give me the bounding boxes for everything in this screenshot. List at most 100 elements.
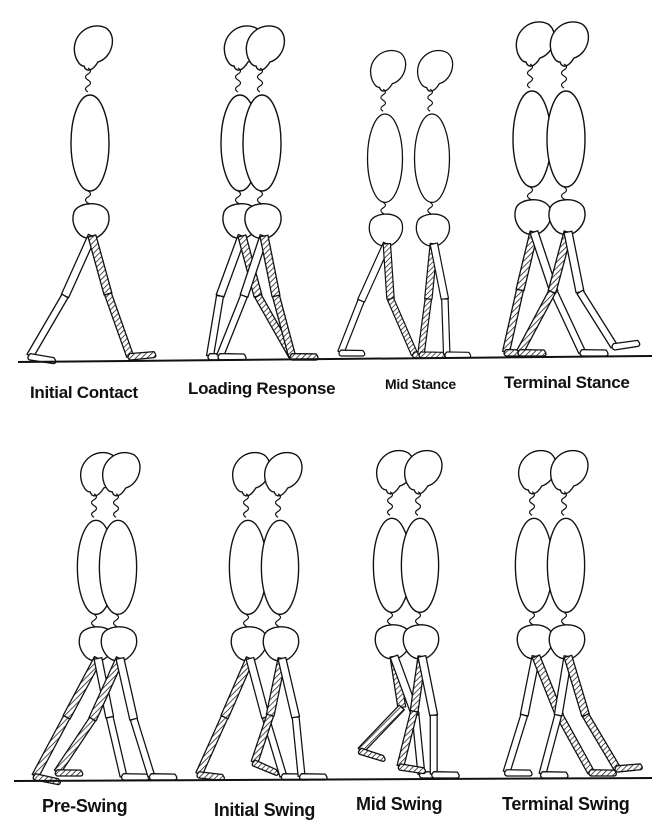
shank <box>196 716 228 776</box>
neck-spine <box>428 89 433 111</box>
head <box>516 22 554 66</box>
shank <box>430 715 437 774</box>
foot <box>358 748 385 761</box>
pelvis <box>369 214 402 246</box>
shank <box>358 705 404 753</box>
shank <box>418 299 432 355</box>
foot <box>339 350 365 356</box>
head <box>418 50 453 91</box>
neck-spine <box>236 68 241 92</box>
neck-spine <box>276 494 281 518</box>
phase-label-mid-swing: Mid Swing <box>356 794 442 815</box>
phase-label-pre-swing: Pre-Swing <box>42 796 127 817</box>
shank <box>539 714 561 775</box>
shank <box>388 298 418 356</box>
neck-spine <box>388 492 393 516</box>
thigh <box>564 655 589 716</box>
pelvis <box>231 627 266 661</box>
neck-spine <box>416 492 421 516</box>
pelvis <box>416 214 449 246</box>
head <box>74 26 112 70</box>
pelvis <box>73 204 109 238</box>
gait-phase-panels <box>27 22 642 785</box>
shank <box>105 293 134 357</box>
pelvis <box>403 625 438 659</box>
pelvis <box>517 625 552 659</box>
thigh <box>383 244 394 300</box>
walking-figure <box>397 451 459 778</box>
torso <box>547 91 585 187</box>
shank <box>106 716 126 776</box>
pelvis <box>549 200 585 234</box>
shank <box>27 294 68 358</box>
shank <box>517 290 555 353</box>
pelvis <box>515 200 551 234</box>
thigh <box>88 235 112 295</box>
torso <box>261 520 298 614</box>
neck-spine <box>562 64 567 88</box>
thigh <box>116 658 137 720</box>
walking-figure <box>196 453 309 781</box>
walking-figure <box>251 453 327 780</box>
pelvis <box>263 627 298 661</box>
foot <box>128 352 156 360</box>
shank <box>292 717 305 776</box>
phase-label-initial-swing: Initial Swing <box>214 800 315 821</box>
pelvis <box>245 204 281 238</box>
foot <box>149 774 176 780</box>
neck-spine <box>244 494 249 518</box>
foot <box>615 764 642 772</box>
torso <box>513 91 551 187</box>
shank <box>442 299 450 354</box>
foot <box>252 760 278 775</box>
head <box>265 453 302 496</box>
walking-figure <box>27 26 156 364</box>
torso <box>71 95 109 191</box>
foot <box>432 772 459 778</box>
shank <box>577 290 617 348</box>
phase-label-terminal-swing: Terminal Swing <box>502 794 630 815</box>
pelvis <box>101 627 136 661</box>
foot <box>55 770 82 776</box>
shank <box>503 714 527 773</box>
pelvis <box>549 625 584 659</box>
thigh <box>246 657 269 718</box>
walking-figure <box>517 22 640 356</box>
neck-spine <box>114 494 119 518</box>
torso <box>243 95 281 191</box>
walking-figure <box>415 50 471 357</box>
walking-figure <box>32 453 149 785</box>
ground-line-bottom <box>14 778 652 781</box>
neck-spine <box>86 68 91 92</box>
neck-spine <box>92 494 97 518</box>
thigh <box>260 235 280 297</box>
walking-figure <box>539 451 642 778</box>
head <box>551 451 588 494</box>
neck-spine <box>562 492 567 516</box>
walking-figure <box>503 451 616 776</box>
neck-spine <box>530 492 535 516</box>
shank <box>551 291 585 354</box>
thigh <box>564 231 584 293</box>
torso <box>415 114 450 202</box>
torso <box>368 114 403 202</box>
foot <box>580 350 608 356</box>
foot <box>518 350 546 356</box>
head <box>550 22 588 66</box>
foot <box>419 352 445 358</box>
foot <box>121 774 148 780</box>
phase-label-initial-contact: Initial Contact <box>30 383 138 403</box>
shank <box>130 718 154 777</box>
neck-spine <box>528 64 533 88</box>
head <box>371 50 406 91</box>
foot <box>505 770 532 776</box>
torso <box>401 518 438 612</box>
foot <box>541 772 568 778</box>
thigh <box>278 658 299 719</box>
phase-label-terminal-stance: Terminal Stance <box>504 373 630 393</box>
ground-line-top <box>18 356 652 362</box>
phase-label-mid-stance: Mid Stance <box>385 376 456 392</box>
shank <box>338 300 364 354</box>
torso <box>547 518 584 612</box>
